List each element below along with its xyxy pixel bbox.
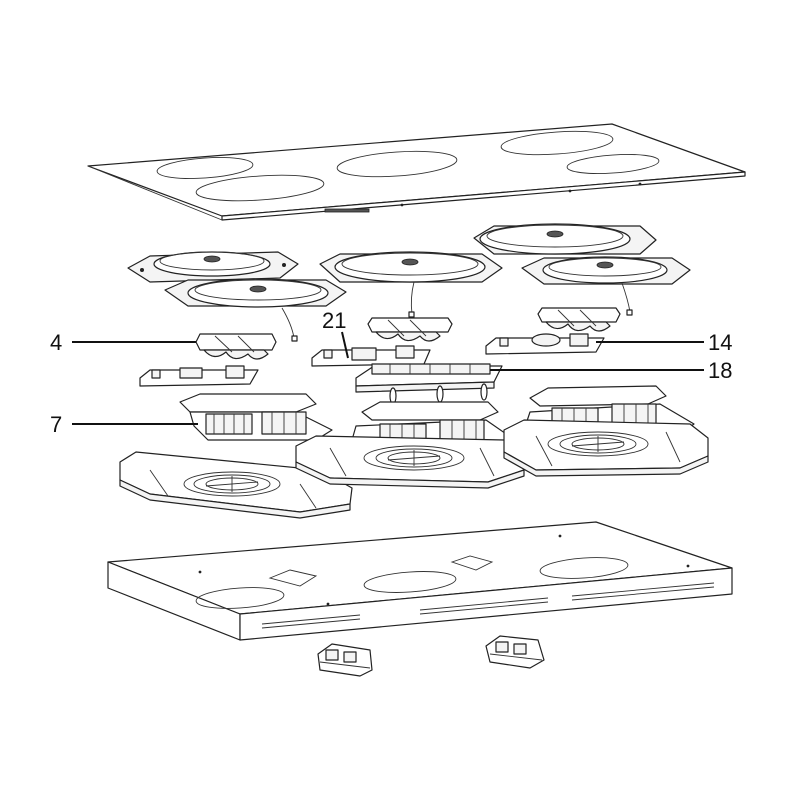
induction-coil-center	[319, 251, 503, 318]
terminal-block-left	[317, 643, 373, 677]
callout-label-21: 21	[322, 308, 346, 333]
fan-housing-left	[119, 451, 353, 519]
induction-coil-left-rear	[127, 251, 299, 283]
power-board-center	[351, 401, 513, 453]
induction-coil-left-front	[164, 278, 347, 342]
filter-board	[355, 363, 503, 405]
control-board-center	[311, 345, 431, 367]
callout-label-7: 7	[50, 412, 62, 437]
callout-21: 21	[322, 308, 349, 359]
fan-housing-center	[295, 435, 525, 489]
control-board-left	[139, 365, 259, 387]
induction-coil-right-rear	[473, 223, 657, 255]
control-board-right	[485, 333, 605, 355]
fan-housing-right	[503, 419, 709, 477]
callout-7: 7	[50, 412, 198, 437]
callout-label-18: 18	[708, 358, 732, 383]
cooling-fan-right	[537, 307, 621, 332]
cooling-fan-left	[195, 333, 277, 360]
callout-4: 4	[50, 330, 196, 355]
power-board-left	[179, 393, 333, 441]
cooling-fan-center	[367, 317, 453, 342]
callout-18: 18	[490, 358, 732, 383]
induction-coil-right-front	[521, 256, 691, 316]
callout-label-14: 14	[708, 330, 732, 355]
terminal-block-right	[485, 635, 545, 669]
bottom-tray	[107, 521, 733, 641]
glass-top-plate	[87, 123, 746, 221]
callout-label-4: 4	[50, 330, 62, 355]
callout-14: 14	[596, 330, 732, 355]
